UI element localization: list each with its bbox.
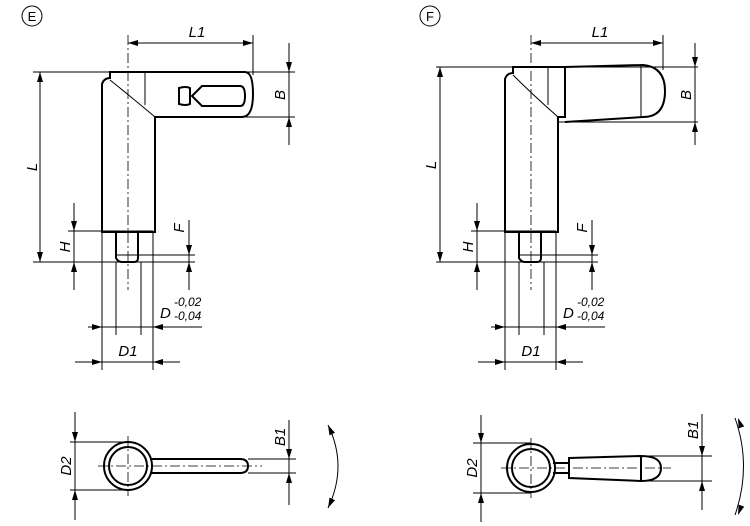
view-f-side: F L1 L B H F D -0,02 -0,04 D1 — [419, 5, 698, 370]
variant-e-marker — [21, 5, 43, 27]
dim-D-tol-lower: -0,04 — [174, 309, 202, 323]
dim-D2: D2 — [464, 458, 481, 478]
dim-D1: D1 — [118, 343, 137, 360]
dim-F: F — [574, 223, 591, 233]
pin-body-f — [504, 63, 667, 263]
dim-F: F — [171, 223, 188, 233]
dim-H: H — [460, 241, 477, 252]
dim-D2: D2 — [58, 456, 75, 476]
dim-H: H — [57, 241, 74, 252]
dim-L1: L1 — [592, 24, 609, 41]
view-e-side: E L1 L B H F D -0,02 — [21, 5, 295, 370]
dim-L: L — [24, 163, 41, 171]
dim-D-tol-upper: -0,02 — [577, 295, 605, 309]
pin-body-e — [101, 71, 255, 263]
dim-D: D — [160, 305, 171, 322]
dim-D: D — [563, 305, 574, 322]
dim-D-tol-upper: -0,02 — [174, 295, 202, 309]
dim-B: B — [272, 90, 289, 100]
svg-text:F: F — [426, 9, 434, 24]
dim-B: B — [678, 90, 695, 100]
dim-D-tol-lower: -0,04 — [577, 309, 605, 323]
dim-B1: B1 — [685, 421, 702, 439]
dim-L1: L1 — [189, 24, 206, 41]
view-e-top: D2 B1 — [58, 412, 339, 520]
dim-L: L — [423, 161, 440, 169]
svg-text:E: E — [28, 9, 37, 24]
variant-f-marker — [419, 5, 441, 27]
view-f-top: D2 B1 — [464, 414, 745, 522]
dim-D1: D1 — [521, 343, 540, 360]
dim-B1: B1 — [272, 428, 289, 446]
